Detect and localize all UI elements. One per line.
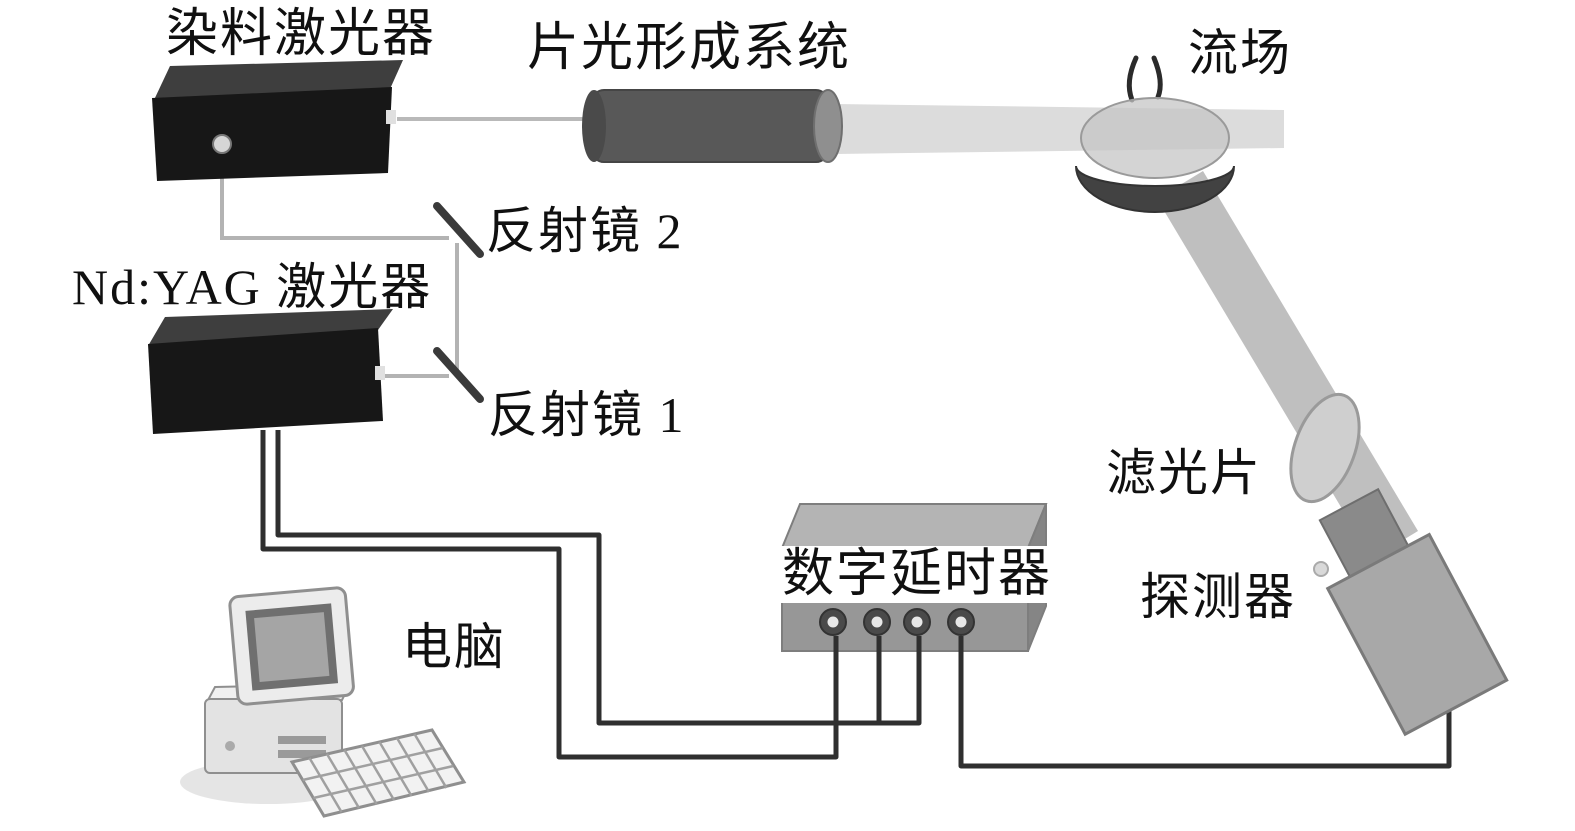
pump-beam-path [220, 150, 459, 378]
label-sheet-optics: 片光形成系统 [527, 20, 852, 77]
nd-yag-laser-box [148, 309, 393, 434]
computer [180, 586, 467, 818]
screw-dot [1313, 561, 1329, 577]
camera-body [1325, 532, 1509, 737]
label-filter: 滤光片 [1106, 445, 1262, 501]
mirror-1 [433, 347, 484, 403]
label-mirror-1: 反射镜 1 [488, 387, 686, 443]
optical-filter [1289, 392, 1361, 504]
label-flow-field: 流场 [1188, 25, 1292, 81]
label-detector: 探测器 [1140, 569, 1296, 625]
label-nd-yag-laser: Nd:YAG 激光器 [72, 259, 433, 315]
dye-output-port [386, 110, 396, 124]
delay-generator-connectors [819, 608, 975, 636]
computer-monitor [228, 586, 355, 706]
lens-dish [1075, 165, 1235, 213]
bnc-connector-4 [947, 608, 975, 636]
monitor-screen [254, 612, 330, 682]
mirror-2 [433, 202, 484, 258]
bnc-connector-1 [819, 608, 847, 636]
label-computer: 电脑 [402, 619, 506, 675]
sheet-optics-cylinder [582, 89, 843, 163]
detector-camera [1313, 487, 1509, 737]
wire-laser-to-channel3 [275, 430, 922, 726]
pump-input-port [212, 134, 232, 154]
wire-channel4-to-detector [958, 636, 1452, 769]
computer-keyboard [289, 728, 467, 818]
dye-laser-box [152, 60, 403, 181]
wire-laser-to-channel1 [260, 430, 839, 760]
bnc-connector-2 [863, 608, 891, 636]
flow-marks [1126, 55, 1163, 103]
label-delay-generator: 数字延时器 [774, 546, 1061, 604]
yag-output-port [375, 366, 385, 380]
label-dye-laser: 染料激光器 [166, 6, 437, 63]
bnc-connector-3 [903, 608, 931, 636]
label-mirror-2: 反射镜 2 [486, 203, 684, 259]
signal-wires [260, 430, 1452, 769]
